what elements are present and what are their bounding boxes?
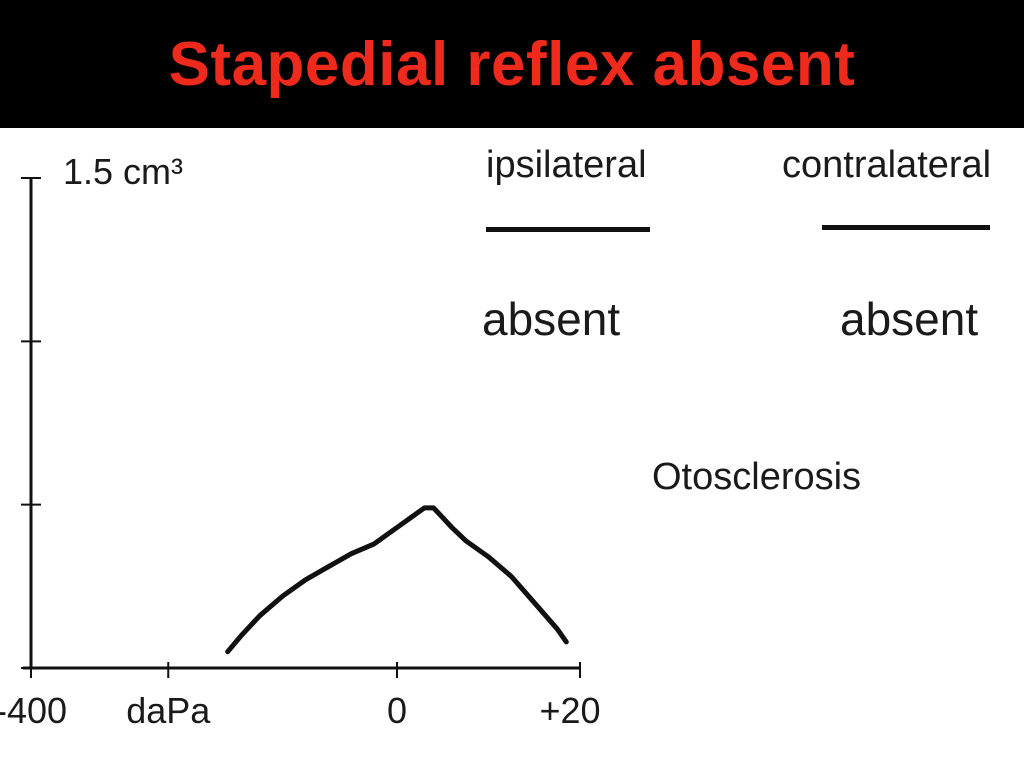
slide-title: Stapedial reflex absent (168, 29, 856, 99)
data-point (326, 565, 330, 569)
contralateral-value: absent (840, 293, 979, 345)
data-point (532, 601, 536, 605)
chart-axes (23, 178, 580, 670)
tympanogram-curve (225, 505, 569, 655)
diagnosis-label: Otosclerosis (652, 456, 862, 498)
chart-curves (225, 505, 569, 655)
data-point (226, 650, 230, 654)
ipsilateral-header: ipsilateral (486, 144, 647, 186)
chart-ticks (21, 177, 581, 678)
data-point (281, 594, 285, 598)
x-tick-label: +200 (539, 690, 600, 731)
data-point (422, 506, 426, 510)
ipsilateral-underline (486, 227, 650, 232)
data-point (555, 627, 559, 631)
data-point (509, 575, 513, 579)
data-point (564, 640, 568, 644)
data-point (464, 539, 468, 543)
x-tick-label: -400 (0, 690, 67, 731)
data-point (239, 633, 243, 637)
chart-labels: -400 daPa 0 +200 1.5 cm³ (0, 151, 600, 731)
content-panel: -400 daPa 0 +200 1.5 cm³ ipsilateral contral… (0, 128, 1024, 768)
data-point (409, 516, 413, 520)
contralateral-header: contralateral (782, 144, 992, 186)
data-point (258, 614, 262, 618)
y-top-label: 1.5 cm³ (63, 151, 183, 192)
tympanogram-chart: -400 daPa 0 +200 1.5 cm³ (0, 151, 600, 731)
data-point (432, 506, 436, 510)
contralateral-underline (822, 225, 990, 230)
ipsilateral-value: absent (482, 293, 621, 345)
data-point (304, 578, 307, 582)
x-tick-label: 0 (387, 690, 407, 731)
data-point (450, 526, 454, 530)
data-point (372, 542, 376, 546)
data-point (395, 526, 399, 530)
data-point (441, 516, 445, 520)
data-point (349, 552, 353, 556)
data-point (487, 555, 490, 559)
x-tick-label: daPa (126, 690, 211, 731)
